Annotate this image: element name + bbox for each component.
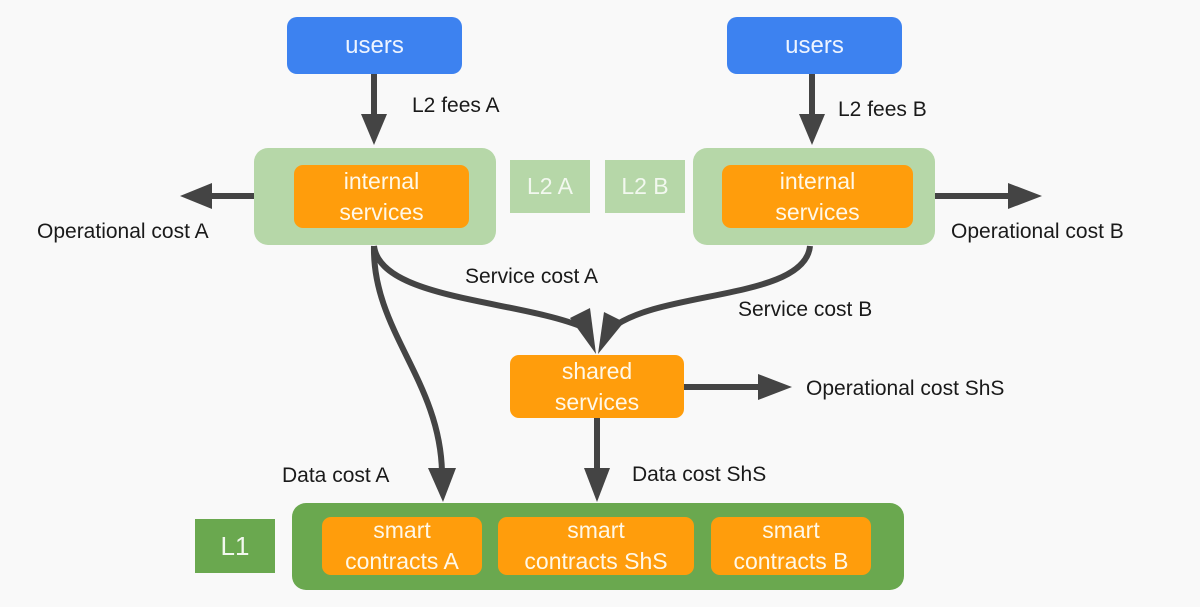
shared-services-label: shared services	[554, 357, 640, 415]
l2-fees-b-label: L2 fees B	[838, 98, 927, 121]
arrowhead	[361, 114, 387, 145]
arrowhead	[180, 183, 212, 209]
l2-b-tag: L2 B	[605, 160, 685, 213]
l2-a-tag-label: L2 A	[526, 173, 574, 199]
arrow-service-cost-b	[610, 245, 813, 331]
users-a-node: users	[287, 17, 462, 74]
users-b-node: users	[727, 17, 902, 74]
smart-contracts-shs: smart contracts ShS	[498, 517, 694, 575]
internal-services-a: internal services	[294, 165, 469, 228]
op-cost-a-label: Operational cost A	[37, 220, 209, 243]
users-b-label: users	[785, 32, 844, 59]
service-cost-b-label: Service cost B	[738, 298, 873, 321]
arrowhead	[1008, 183, 1042, 209]
smart-contracts-b: smart contracts B	[711, 517, 871, 575]
l1-tag-label: L1	[220, 530, 250, 561]
arrowhead	[428, 468, 456, 502]
arrowhead	[570, 308, 596, 354]
arrowhead	[799, 114, 825, 145]
l1-tag: L1	[195, 519, 275, 573]
arrow-service-cost-a	[371, 245, 587, 331]
arrowhead	[758, 374, 792, 400]
op-cost-b-label: Operational cost B	[951, 220, 1124, 243]
data-cost-shs-label: Data cost ShS	[632, 463, 767, 486]
smart-contracts-b-label: smart contracts B	[733, 517, 849, 574]
l2-b-tag-label: L2 B	[621, 173, 669, 199]
smart-contracts-shs-label: smart contracts ShS	[524, 517, 668, 574]
smart-contracts-a-label: smart contracts A	[345, 517, 459, 574]
users-a-label: users	[345, 32, 404, 59]
l2-fees-a-label: L2 fees A	[412, 94, 500, 117]
internal-services-a-label: internal services	[339, 167, 424, 225]
smart-contracts-a: smart contracts A	[322, 517, 482, 575]
l2-a-tag: L2 A	[510, 160, 590, 213]
data-cost-a-label: Data cost A	[282, 464, 390, 487]
internal-services-b-label: internal services	[775, 167, 860, 225]
op-cost-shs-label: Operational cost ShS	[806, 377, 1005, 400]
arrowhead	[584, 468, 610, 502]
internal-services-b: internal services	[722, 165, 913, 228]
shared-services-node: shared services	[510, 355, 684, 418]
arrowhead	[598, 312, 624, 354]
service-cost-a-label: Service cost A	[465, 265, 599, 288]
arrow-data-cost-a	[370, 245, 445, 473]
